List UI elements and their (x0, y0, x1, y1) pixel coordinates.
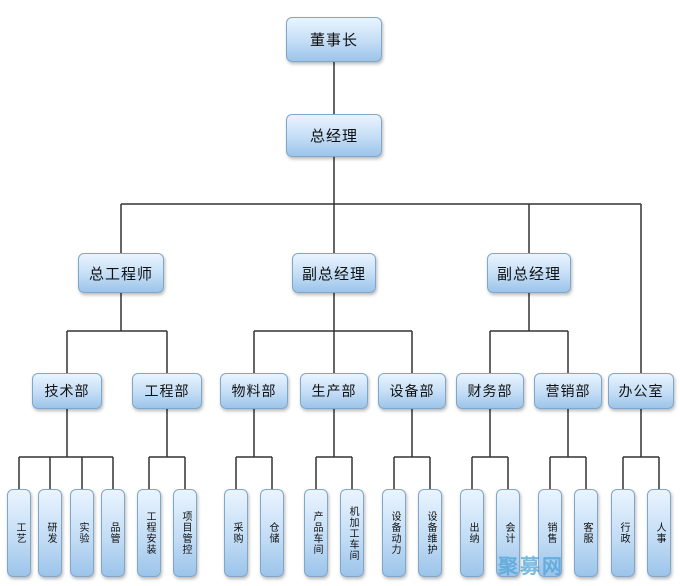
eng-dept-box: 工程部 (132, 373, 202, 409)
leaf-machining-workshop: 机加工车间 (340, 489, 364, 577)
leaf-sales: 销售 (538, 489, 562, 577)
deputy-gm-box-1: 副总经理 (292, 253, 376, 293)
leaf-purchasing: 采购 (224, 489, 248, 577)
sales-dept-box: 营销部 (534, 373, 602, 409)
leaf-product-workshop: 产品车间 (304, 489, 328, 577)
production-dept-box: 生产部 (300, 373, 368, 409)
tech-dept-box: 技术部 (32, 373, 102, 409)
watermark-logo: 聚募网 (498, 554, 564, 578)
leaf-project-control: 项目管控 (173, 489, 197, 577)
leaf-craft: 工艺 (7, 489, 31, 577)
leaf-quality: 品管 (101, 489, 125, 577)
chief-engineer-box: 总工程师 (78, 253, 164, 293)
chairman-box: 董事长 (286, 17, 382, 62)
leaf-eng-install: 工程安装 (137, 489, 161, 577)
leaf-rnd: 研发 (38, 489, 62, 577)
office-box: 办公室 (608, 373, 674, 409)
leaf-storage: 仓储 (260, 489, 284, 577)
equipment-dept-box: 设备部 (378, 373, 446, 409)
leaf-cashier: 出纳 (460, 489, 484, 577)
leaf-experiment: 实验 (70, 489, 94, 577)
deputy-gm-box-2: 副总经理 (487, 253, 571, 293)
general-manager-box: 总经理 (286, 114, 382, 157)
leaf-equipment-power: 设备动力 (382, 489, 406, 577)
leaf-accounting: 会计 (496, 489, 520, 577)
leaf-customer-service: 客服 (574, 489, 598, 577)
leaf-hr: 人事 (647, 489, 671, 577)
finance-dept-box: 财务部 (456, 373, 524, 409)
leaf-equipment-maintenance: 设备维护 (418, 489, 442, 577)
leaf-administration: 行政 (611, 489, 635, 577)
materials-dept-box: 物料部 (220, 373, 288, 409)
